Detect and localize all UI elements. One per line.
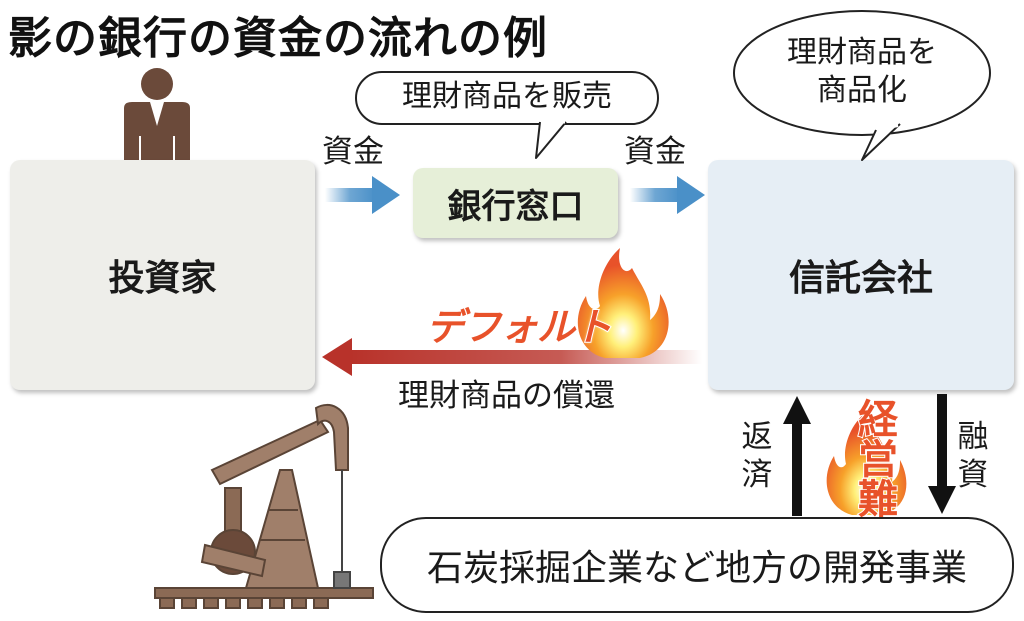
local-projects-label: 石炭採掘企業など地方の開発事業: [426, 548, 967, 589]
callout-productize-line1: 理財商品を: [787, 35, 937, 70]
repayment-arrow: [783, 396, 811, 516]
fire-icon-trouble: [826, 414, 907, 515]
callout-productize-bubble: [733, 10, 991, 161]
repayment-label: 返済: [741, 419, 773, 493]
callout-sell: 理財商品を販売: [402, 79, 612, 114]
funds-label-1: 資金: [322, 134, 384, 170]
investor-label: 投資家: [108, 258, 217, 299]
trouble-alert: 経営難: [857, 397, 899, 523]
fire-icon-default: [577, 248, 669, 358]
trust-company-label: 信託会社: [788, 258, 933, 299]
local-projects-box: 石炭採掘企業など地方の開発事業: [380, 517, 1014, 613]
bank-window-box: 銀行窓口: [413, 168, 618, 238]
funds-label-2: 資金: [624, 134, 686, 170]
trust-company-box: 信託会社: [708, 160, 1014, 390]
person-icon: [124, 68, 190, 172]
redemption-label: 理財商品の償還: [398, 378, 615, 414]
funds-arrow-2: [630, 176, 705, 214]
default-alert: デフォルト: [425, 304, 613, 350]
oil-pump-icon: [154, 403, 374, 609]
page-title: 影の銀行の資金の流れの例: [8, 13, 548, 64]
funds-arrow-1: [325, 176, 400, 214]
financing-arrow: [928, 394, 956, 514]
investor-box: 投資家: [10, 160, 315, 390]
callout-productize: 理財商品を 商品化: [734, 34, 990, 110]
callout-sell-bubble: [355, 71, 659, 159]
callout-productize-line2: 商品化: [817, 73, 907, 108]
financing-label: 融資: [957, 419, 989, 493]
bank-window-label: 銀行窓口: [447, 186, 584, 227]
